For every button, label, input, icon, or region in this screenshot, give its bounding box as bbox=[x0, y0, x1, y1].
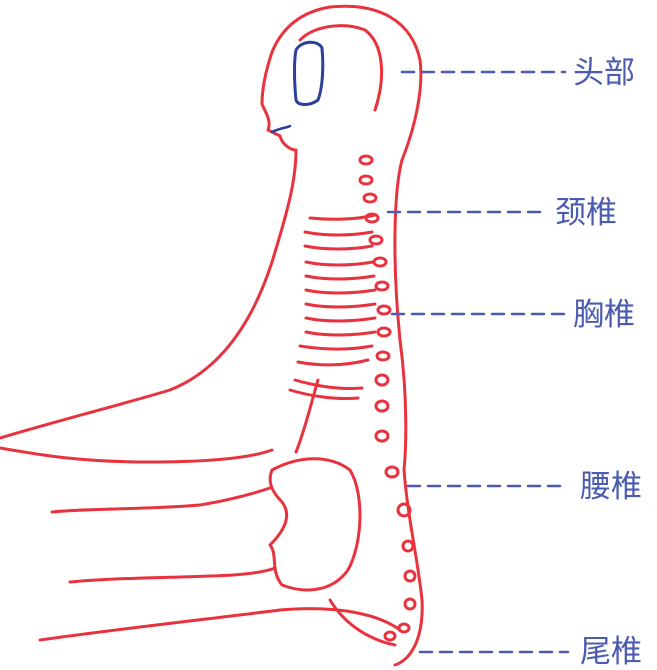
label-lumbar: 腰椎 bbox=[580, 469, 642, 505]
trunk-inner-line bbox=[294, 378, 320, 454]
eye-shape bbox=[293, 40, 325, 106]
vertebrae bbox=[358, 154, 417, 642]
leader-lines bbox=[386, 70, 570, 654]
label-cervical: 颈椎 bbox=[555, 195, 617, 231]
thigh-lower-line bbox=[38, 607, 402, 642]
lower-back-outline bbox=[0, 446, 274, 464]
pelvis-shape bbox=[268, 457, 362, 592]
rib-lines bbox=[288, 213, 377, 400]
label-thoracic: 胸椎 bbox=[573, 297, 635, 333]
label-head: 头部 bbox=[573, 55, 635, 91]
thigh-upper-line bbox=[50, 486, 272, 514]
head-inner-curve bbox=[298, 24, 384, 112]
label-coccyx: 尾椎 bbox=[580, 634, 642, 670]
body-outline bbox=[0, 4, 424, 667]
thigh-middle-line bbox=[68, 566, 277, 584]
mouth-line bbox=[270, 124, 292, 134]
buttock-line bbox=[328, 598, 397, 647]
